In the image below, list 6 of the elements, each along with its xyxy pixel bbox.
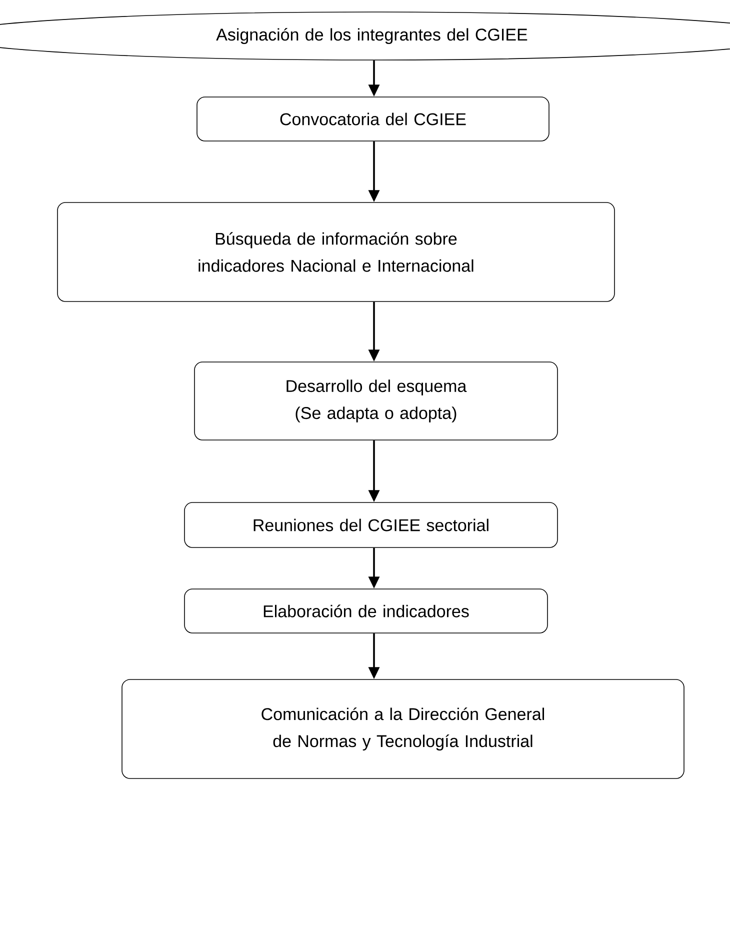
process-box: Reuniones del CGIEE sectorial (184, 502, 558, 548)
process-box: Desarrollo del esquema (Se adapta o adopta) (194, 362, 558, 440)
process-box: Convocatoria del CGIEE (196, 96, 550, 142)
process-box: Comunicación a la Dirección General de Normas y Tecnología Industrial (122, 679, 684, 779)
process-box: Búsqueda de información sobre indicadores Nacional e Internacional (57, 202, 615, 302)
process-box: Elaboración de indicadores (184, 588, 548, 634)
